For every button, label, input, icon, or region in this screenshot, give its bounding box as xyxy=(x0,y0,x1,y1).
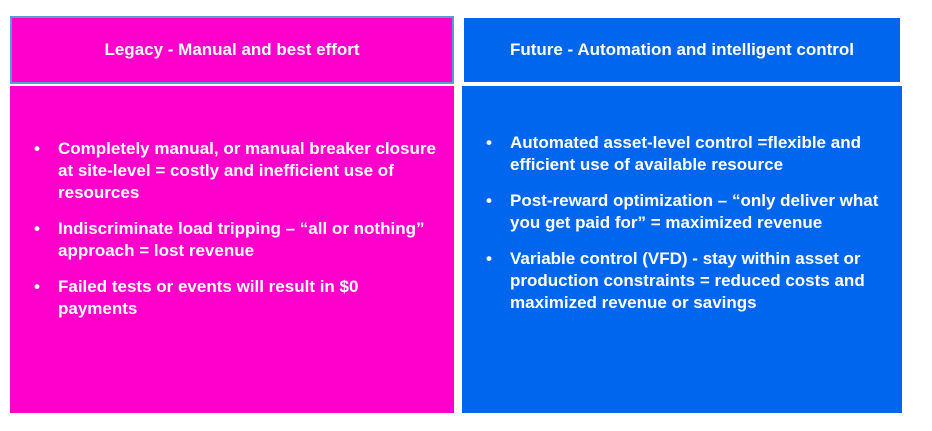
list-item-text: Post-reward optimization – “only deliver… xyxy=(510,191,879,232)
future-body: • Automated asset-level control =flexibl… xyxy=(462,86,902,413)
bullet-icon: • xyxy=(486,249,492,268)
list-item-text: Indiscriminate load tripping – “all or n… xyxy=(58,219,425,260)
bullet-icon: • xyxy=(34,277,40,296)
list-item: • Automated asset-level control =flexibl… xyxy=(474,132,884,176)
bullet-icon: • xyxy=(34,219,40,238)
list-item-text: Failed tests or events will result in $0… xyxy=(58,277,359,318)
list-item: • Completely manual, or manual breaker c… xyxy=(22,138,436,204)
bullet-icon: • xyxy=(486,191,492,210)
legacy-body: • Completely manual, or manual breaker c… xyxy=(10,86,454,413)
list-item: • Post-reward optimization – “only deliv… xyxy=(474,190,884,234)
legacy-header: Legacy - Manual and best effort xyxy=(10,16,454,84)
legacy-column: Legacy - Manual and best effort • Comple… xyxy=(10,16,454,413)
list-item: • Failed tests or events will result in … xyxy=(22,276,436,320)
legacy-list: • Completely manual, or manual breaker c… xyxy=(22,138,436,320)
list-item-text: Completely manual, or manual breaker clo… xyxy=(58,139,436,202)
future-column: Future - Automation and intelligent cont… xyxy=(462,16,902,413)
list-item-text: Automated asset-level control =flexible … xyxy=(510,133,861,174)
list-item: • Variable control (VFD) - stay within a… xyxy=(474,248,884,314)
list-item: • Indiscriminate load tripping – “all or… xyxy=(22,218,436,262)
future-header: Future - Automation and intelligent cont… xyxy=(462,16,902,84)
future-list: • Automated asset-level control =flexibl… xyxy=(474,132,884,314)
bullet-icon: • xyxy=(34,139,40,158)
list-item-text: Variable control (VFD) - stay within ass… xyxy=(510,249,865,312)
legacy-title: Legacy - Manual and best effort xyxy=(104,40,360,59)
future-title: Future - Automation and intelligent cont… xyxy=(509,40,855,59)
bullet-icon: • xyxy=(486,133,492,152)
